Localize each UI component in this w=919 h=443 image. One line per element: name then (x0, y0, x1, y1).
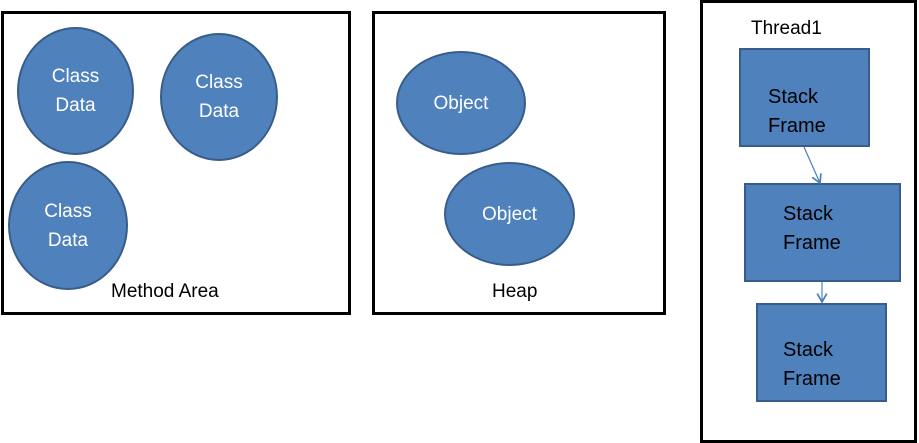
stack-frame-label: Stack Frame (783, 339, 841, 390)
stack-frame: Stack Frame (744, 183, 901, 282)
stack-frame: Stack Frame (739, 48, 870, 147)
object-node: Object (444, 162, 575, 266)
object-node: Object (396, 51, 526, 155)
class-data-node: Class Data (17, 27, 134, 155)
stack-frame-label: Stack Frame (768, 86, 826, 137)
stack-frame-label: Stack Frame (783, 203, 841, 254)
method-area-label: Method Area (111, 281, 219, 302)
class-data-node: Class Data (160, 33, 278, 161)
stack-frame: Stack Frame (756, 303, 887, 402)
heap-label: Heap (492, 281, 538, 302)
thread-label: Thread1 (751, 18, 822, 39)
class-data-node: Class Data (8, 161, 128, 290)
